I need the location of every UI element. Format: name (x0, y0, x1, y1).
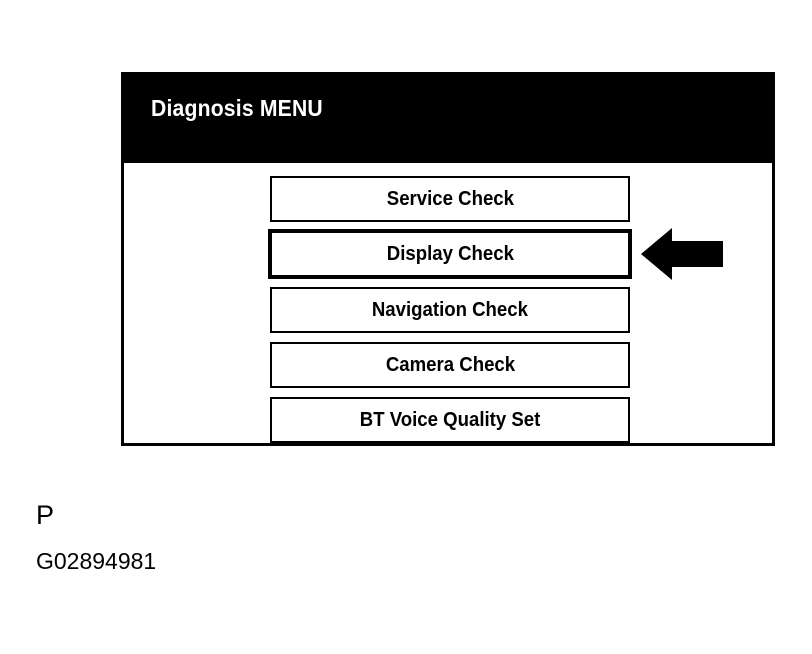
menu-item-camera-check[interactable]: Camera Check (270, 342, 630, 388)
menu-item-display-check[interactable]: Display Check (268, 229, 632, 279)
menu-list: Service Check Display Check Navigation C… (124, 163, 772, 449)
menu-item-navigation-check[interactable]: Navigation Check (270, 287, 630, 333)
arrow-left-icon (641, 226, 723, 282)
title-bar: Diagnosis MENU (124, 75, 772, 163)
menu-item-label: BT Voice Quality Set (359, 408, 541, 431)
menu-item-bt-voice-quality-set[interactable]: BT Voice Quality Set (270, 397, 630, 443)
menu-item-label: Service Check (386, 187, 514, 210)
menu-item-service-check[interactable]: Service Check (270, 176, 630, 222)
menu-item-label: Navigation Check (371, 298, 529, 321)
menu-item-label: Camera Check (385, 353, 515, 376)
caption-code: G02894981 (36, 548, 157, 574)
menu-item-label: Display Check (386, 242, 514, 265)
page-title: Diagnosis MENU (151, 95, 323, 121)
caption-letter: P (36, 500, 55, 530)
figure-caption: P G02894981 (36, 498, 456, 576)
